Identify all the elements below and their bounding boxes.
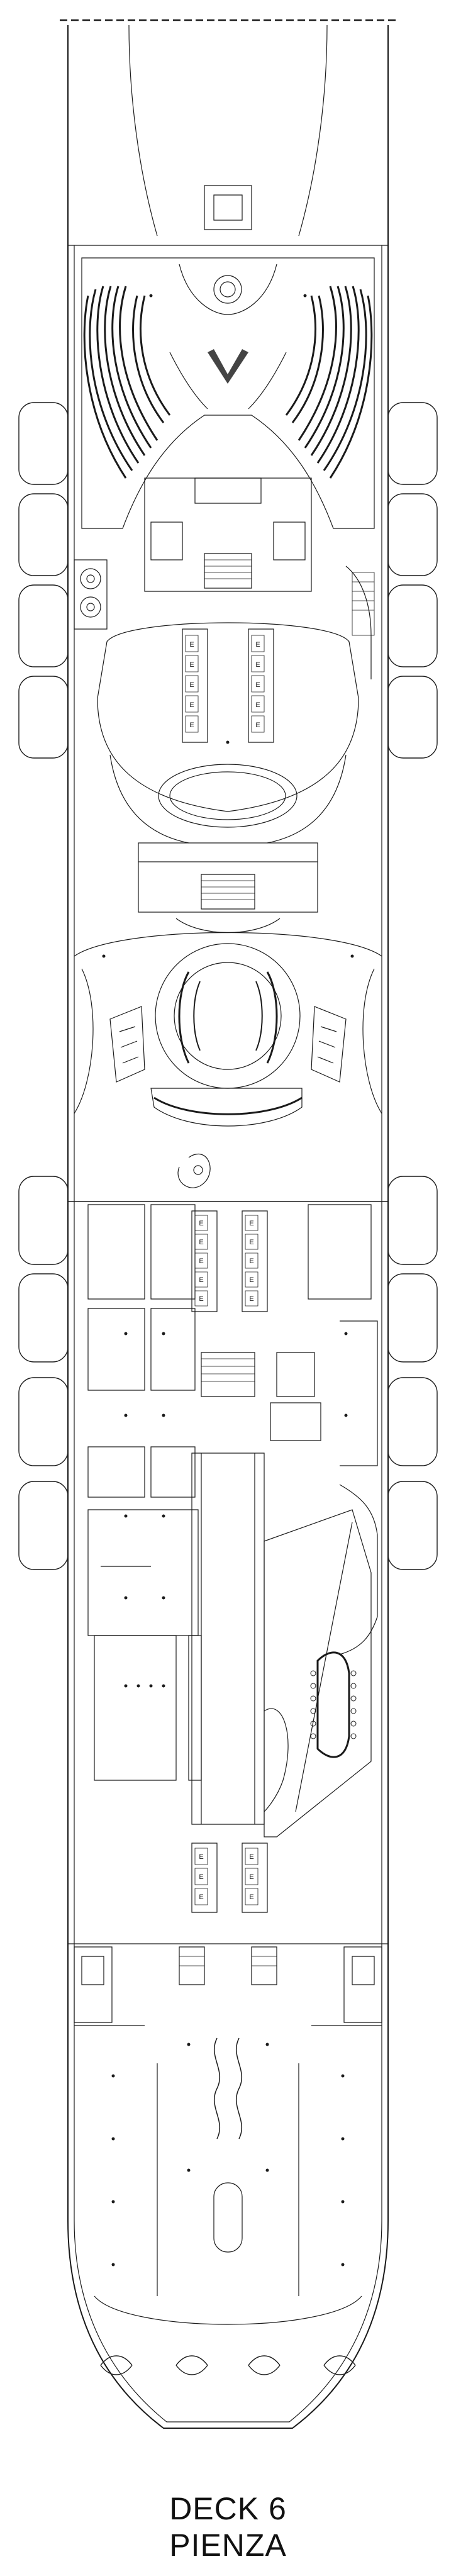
deck-plan: E E E E E E E E E E E E E E E E E E E E E E E E E E xyxy=(0,0,456,2453)
atrium-oval-inner xyxy=(170,772,286,820)
elevator-bank-forward xyxy=(182,629,274,742)
casino xyxy=(264,1510,371,1837)
elevator-label: E xyxy=(249,1295,253,1303)
wavy-divider-stbd xyxy=(236,2038,242,2139)
elevator-label: E xyxy=(255,722,260,729)
atrium-oval-outer xyxy=(158,764,297,827)
elevator-label: E xyxy=(189,722,194,729)
lifeboats-starboard xyxy=(388,403,437,1570)
elevator-label: E xyxy=(199,1893,203,1901)
deck-name: PIENZA xyxy=(169,2528,287,2563)
lounge-bar-curve xyxy=(154,1098,302,1114)
elevator-label: E xyxy=(199,1239,203,1246)
elevator-label: E xyxy=(189,681,194,689)
elevator-label: E xyxy=(199,1873,203,1881)
wavy-divider-port xyxy=(214,2038,220,2139)
midship-block xyxy=(88,1205,377,1654)
elevator-label: E xyxy=(199,1853,203,1861)
elevator-bank-midship xyxy=(192,1211,267,1312)
elevator-label: E xyxy=(249,1873,253,1881)
lounge-arc-seats xyxy=(179,972,277,1063)
pod-port xyxy=(110,1006,145,1082)
circular-lounge xyxy=(74,933,382,1127)
theatre-aisle-stbd xyxy=(248,352,286,409)
hull-inner-line xyxy=(74,245,382,2422)
elevator-label: E xyxy=(249,1276,253,1284)
casino-bar-stools xyxy=(311,1671,356,1739)
columns xyxy=(102,294,354,2267)
spiral-stair-mid xyxy=(178,1154,210,1188)
bow-mooring-box xyxy=(204,186,252,230)
stbd-stair xyxy=(352,572,374,635)
elevator-label: E xyxy=(255,701,260,709)
bow-mooring-box-inner xyxy=(214,195,242,220)
elevator-label: E xyxy=(189,641,194,649)
aft-deck-chairs xyxy=(101,2356,355,2375)
seating-port xyxy=(84,286,170,478)
hull-outline xyxy=(68,25,388,2428)
deck-title: DECK 6 xyxy=(169,2491,287,2526)
elevator-label: E xyxy=(249,1853,253,1861)
stage-orchestra-pit xyxy=(214,276,242,303)
theatre xyxy=(82,258,374,528)
elevator-label: E xyxy=(189,701,194,709)
pod-starboard xyxy=(311,1006,346,1082)
elevator-label: E xyxy=(249,1257,253,1265)
theatre-aisle-port xyxy=(170,352,208,409)
lifeboats-port xyxy=(19,403,68,1570)
elevator-label: E xyxy=(199,1220,203,1227)
elevator-label: E xyxy=(189,661,194,669)
atrium-forward xyxy=(97,623,359,843)
elevator-label: E xyxy=(255,661,260,669)
elevator-label: E xyxy=(255,681,260,689)
elevator-bank-aft xyxy=(192,1843,267,1912)
forward-lobby xyxy=(74,478,374,679)
elevator-label: E xyxy=(199,1295,203,1303)
buffet-island xyxy=(214,2183,242,2252)
theatre-outer-wall xyxy=(82,258,374,528)
restaurant-area xyxy=(88,1510,201,1780)
seating-starboard xyxy=(286,286,372,478)
theatre-stage-arc xyxy=(179,264,277,315)
elevator-label: E xyxy=(255,641,260,649)
lounge-outer-ring xyxy=(155,944,300,1088)
bow-forecastle xyxy=(129,25,327,236)
elevator-labels: E E E E E E E E E E E E E E E E E E E E E E E E E E xyxy=(189,641,260,1901)
elevator-label: E xyxy=(249,1220,253,1227)
mid-lobby xyxy=(138,843,318,933)
elevator-label: E xyxy=(199,1276,203,1284)
stage-fan xyxy=(208,349,248,384)
central-corridor xyxy=(192,1453,288,1824)
casino-bar xyxy=(318,1653,349,1757)
aft-terrace-arc xyxy=(94,2296,362,2324)
elevator-label: E xyxy=(199,1257,203,1265)
stair-treads-fwd xyxy=(204,560,252,579)
elevator-label: E xyxy=(249,1239,253,1246)
aft-dining xyxy=(68,1944,388,2324)
elevator-label: E xyxy=(249,1893,253,1901)
stbd-passage xyxy=(346,566,371,679)
lounge-inner-ring xyxy=(174,962,281,1069)
spiral-stair-port xyxy=(74,560,107,629)
